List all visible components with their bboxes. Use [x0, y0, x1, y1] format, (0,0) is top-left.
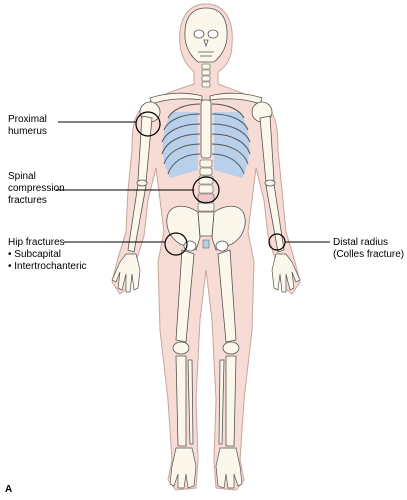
label-line: compression — [8, 183, 65, 194]
label-proximal-humerus: Proximal humerus — [8, 114, 47, 138]
panel-letter: A — [5, 484, 13, 495]
label-line: (Colles fracture) — [333, 249, 405, 260]
cervical-spine — [201, 63, 211, 88]
rib-cage — [161, 103, 251, 175]
lungs — [162, 112, 250, 178]
label-line: Distal radius — [333, 237, 389, 248]
leader-lines — [56, 121, 330, 243]
legs — [172, 249, 240, 447]
label-line: Spinal — [8, 171, 36, 182]
label-line: • Intertrochanteric — [8, 261, 87, 272]
pubic-symphysis — [202, 239, 210, 249]
label-hip-fractures: Hip fractures • Subcapital • Intertrocha… — [8, 237, 87, 273]
label-spinal-compression: Spinal compression fractures — [8, 171, 65, 207]
hands — [111, 253, 301, 293]
feet — [169, 447, 243, 489]
shoulder-girdle — [139, 92, 273, 123]
label-line: • Subcapital — [8, 249, 61, 260]
pelvis — [166, 205, 246, 252]
label-line: fractures — [8, 195, 47, 206]
sternum — [200, 99, 212, 159]
label-line: humerus — [8, 126, 47, 137]
label-line: Hip fractures — [8, 237, 65, 248]
label-line: Proximal — [8, 114, 47, 125]
hip-fracture-circle — [164, 232, 188, 256]
lumbar-spine — [197, 159, 215, 212]
skull — [184, 7, 228, 63]
humerus-fracture-circle — [135, 111, 161, 137]
label-distal-radius: Distal radius (Colles fracture) — [333, 237, 404, 261]
